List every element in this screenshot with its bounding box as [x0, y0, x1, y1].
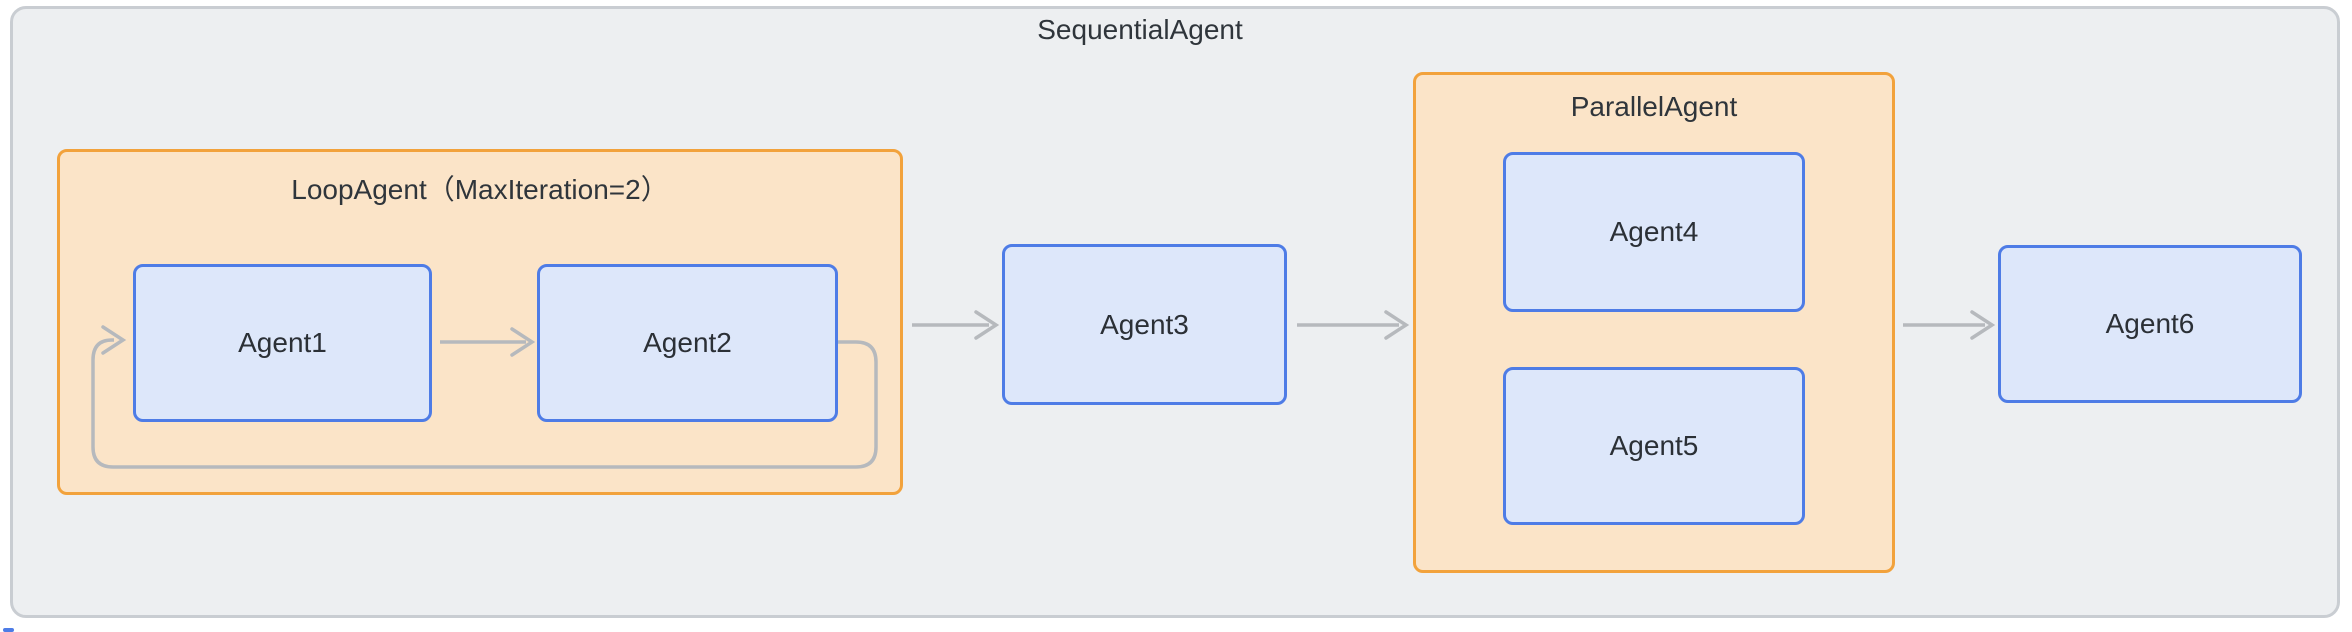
parallel-agent-title: ParallelAgent: [1570, 91, 1738, 122]
node-agent5: Agent5: [1503, 367, 1805, 525]
node-agent1: Agent1: [133, 264, 432, 422]
loop-agent-title: LoopAgent（MaxIteration=2）: [291, 174, 669, 205]
node-agent6: Agent6: [1998, 245, 2302, 403]
node-agent2: Agent2: [537, 264, 838, 422]
sequential-agent-title: SequentialAgent: [1037, 14, 1243, 45]
bottom-left-artifact: [3, 628, 14, 632]
node-agent4: Agent4: [1503, 152, 1805, 312]
node-agent3: Agent3: [1002, 244, 1287, 405]
